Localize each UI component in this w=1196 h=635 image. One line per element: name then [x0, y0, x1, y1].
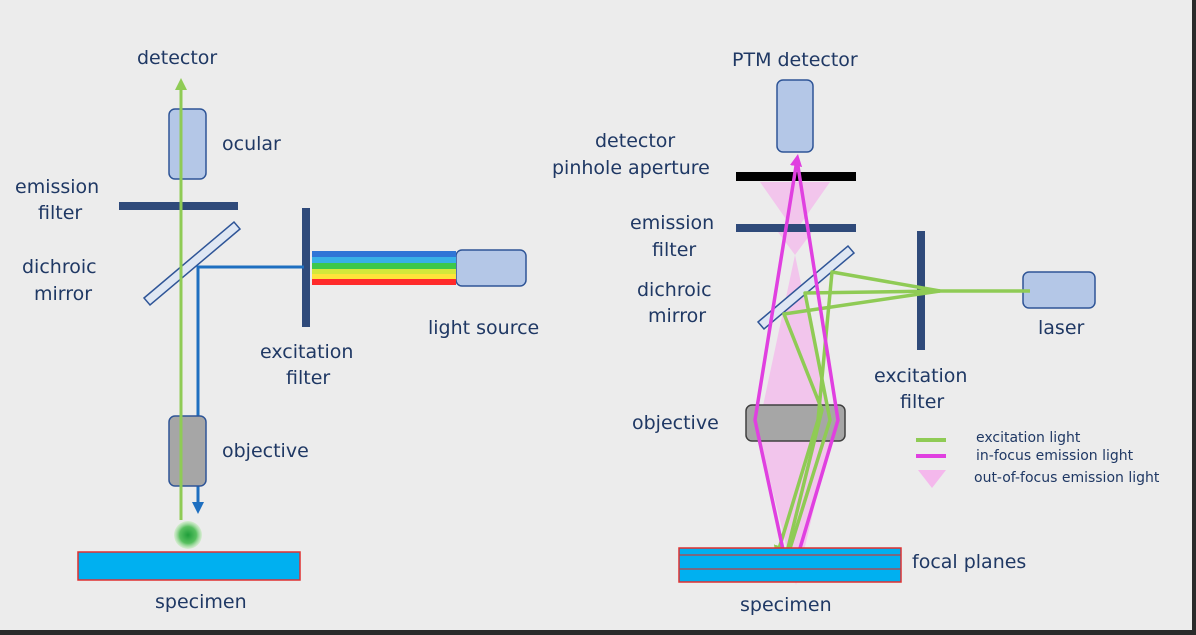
- label-excitation-confocal-line2: filter: [900, 391, 944, 413]
- label-pinhole-line1: detector: [595, 130, 675, 152]
- dichroic-mirror: [142, 220, 242, 307]
- label-detector: detector: [137, 47, 217, 69]
- dichroic-mirror-confocal: [756, 244, 856, 331]
- legend: excitation light in-focus emission light…: [916, 430, 1160, 488]
- label-excitation-line2: filter: [286, 367, 330, 389]
- focal-planes-specimen: [678, 547, 902, 583]
- label-laser: laser: [1038, 317, 1085, 339]
- legend-in-focus-label: in-focus emission light: [976, 448, 1134, 464]
- light-source-lamp: [455, 249, 527, 287]
- label-emission-confocal-line2: filter: [652, 239, 696, 261]
- rainbow-beam: [312, 251, 456, 285]
- legend-excitation-label: excitation light: [976, 430, 1081, 446]
- label-emission-confocal-line1: emission: [630, 212, 714, 234]
- specimen-slide: [77, 551, 301, 581]
- label-pinhole-line2: pinhole aperture: [552, 157, 710, 179]
- ocular-lens: [168, 108, 207, 180]
- ptm-detector: [776, 79, 814, 153]
- in-focus-emission-paths: [753, 153, 840, 583]
- label-ptm-detector: PTM detector: [732, 49, 858, 71]
- label-specimen: specimen: [155, 591, 247, 613]
- confocal-microscope: PTM detector detector pinhole aperture e…: [552, 49, 1160, 616]
- label-excitation-line1: excitation: [260, 341, 353, 363]
- label-excitation-confocal-line1: excitation: [874, 365, 967, 387]
- label-specimen-confocal: specimen: [740, 594, 832, 616]
- label-emission-line1: emission: [15, 176, 99, 198]
- fluorescent-spot: [174, 521, 202, 549]
- legend-out-of-focus-label: out-of-focus emission light: [974, 470, 1160, 486]
- label-focal-planes: focal planes: [912, 551, 1026, 573]
- label-dichroic-confocal-line2: mirror: [648, 305, 706, 327]
- frame-bottom-edge: [0, 630, 1196, 635]
- laser-source: [1022, 271, 1096, 309]
- label-dichroic-line1: dichroic: [22, 256, 97, 278]
- legend-out-of-focus-swatch: [918, 470, 946, 488]
- label-objective-confocal: objective: [632, 412, 719, 434]
- widefield-microscope: detector ocular emission filter dichroic…: [15, 47, 539, 613]
- objective-lens: [168, 415, 207, 487]
- excitation-filter-plate: [302, 208, 310, 327]
- label-ocular: ocular: [222, 133, 281, 155]
- label-emission-line2: filter: [38, 202, 82, 224]
- label-dichroic-line2: mirror: [34, 283, 92, 305]
- label-dichroic-confocal-line1: dichroic: [637, 279, 712, 301]
- emission-filter-plate-confocal: [736, 224, 856, 232]
- emission-filter-plate: [119, 202, 238, 210]
- label-objective: objective: [222, 440, 309, 462]
- frame-right-edge: [1192, 0, 1196, 635]
- label-light-source: light source: [428, 317, 539, 339]
